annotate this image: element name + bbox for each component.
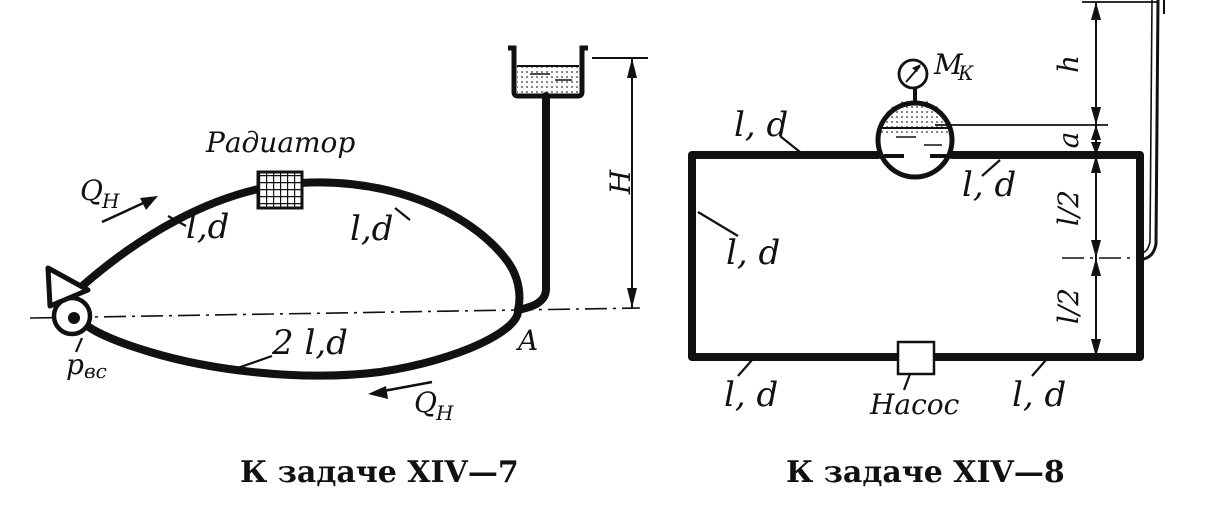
- label-ld-bottom-left: l, d: [724, 375, 778, 415]
- label-q-bottom-sub: Н: [435, 401, 454, 425]
- label-h-fig7: H: [604, 169, 637, 195]
- figure-xiv-8: М К l, d l, d l, d l, d l, d Насос h a l…: [688, 0, 1165, 490]
- caption-fig7: К задаче XIV—7: [240, 455, 519, 490]
- label-ld-mid-fig8: l, d: [962, 165, 1016, 205]
- axis-line-fig7: [29, 307, 641, 319]
- tank-fig7: [508, 45, 588, 99]
- label-q-top: Q: [80, 174, 103, 207]
- label-h-fig8: h: [1052, 55, 1085, 73]
- caption-fig8: К задаче XIV—8: [786, 455, 1065, 490]
- leader-ld-left-fig7: [167, 215, 187, 227]
- radiator: [256, 170, 304, 210]
- dimension-column: [1091, 2, 1101, 357]
- pipe-loop-fig8: [688, 151, 1144, 361]
- label-ld-bottom-right: l, d: [1012, 375, 1066, 415]
- piezometer-inner: [1139, 0, 1153, 255]
- flow-arrow-bottom: [368, 380, 433, 399]
- figure-xiv-7: Радиатор Q Н l,d l,d 2 l,d р вс A Q Н H …: [29, 45, 648, 490]
- leader-ld-mid: [981, 159, 1001, 177]
- label-radiator: Радиатор: [205, 126, 355, 159]
- label-q-bottom: Q: [414, 386, 437, 419]
- pipe-top-branch: [76, 178, 524, 314]
- label-p-sub: вс: [84, 359, 107, 383]
- manometer-gauge: [897, 58, 929, 103]
- pipe-to-tank: [514, 92, 550, 314]
- label-pump: Насос: [869, 388, 960, 421]
- pipe-bottom-branch: [76, 306, 522, 380]
- leader-2ld: [231, 354, 273, 372]
- label-ld-left-fig8: l, d: [726, 233, 780, 273]
- label-ld-top-fig8: l, d: [734, 105, 788, 145]
- label-a-fig8: a: [1052, 132, 1085, 149]
- dimension-h: [592, 57, 648, 308]
- vessel-sphere: [875, 99, 955, 180]
- label-mk: М: [933, 48, 964, 81]
- leader-ld-top: [779, 135, 801, 153]
- label-2ld: 2 l,d: [271, 323, 348, 363]
- label-p: р: [66, 348, 84, 381]
- label-point-a: A: [515, 324, 538, 357]
- label-l2-top: l/2: [1052, 190, 1085, 226]
- leader-ld-bottom-right: [1031, 359, 1047, 377]
- leader-pump: [902, 373, 912, 391]
- label-mk-sub: К: [957, 61, 974, 85]
- leader-ld-left: [697, 211, 739, 237]
- leader-ld-right-fig7: [394, 207, 411, 221]
- label-ld-right-fig7: l,d: [350, 209, 393, 249]
- label-ld-left-fig7: l,d: [186, 207, 229, 247]
- leader-ld-bottom-left: [737, 359, 753, 377]
- flow-arrow-top: [101, 196, 158, 224]
- piezometer-outer: [1139, 0, 1160, 262]
- leader-p: [74, 337, 84, 353]
- pump-box: [896, 340, 936, 376]
- pump-volute: [45, 265, 93, 337]
- label-q-top-sub: Н: [101, 189, 120, 213]
- label-l2-bottom: l/2: [1052, 288, 1085, 324]
